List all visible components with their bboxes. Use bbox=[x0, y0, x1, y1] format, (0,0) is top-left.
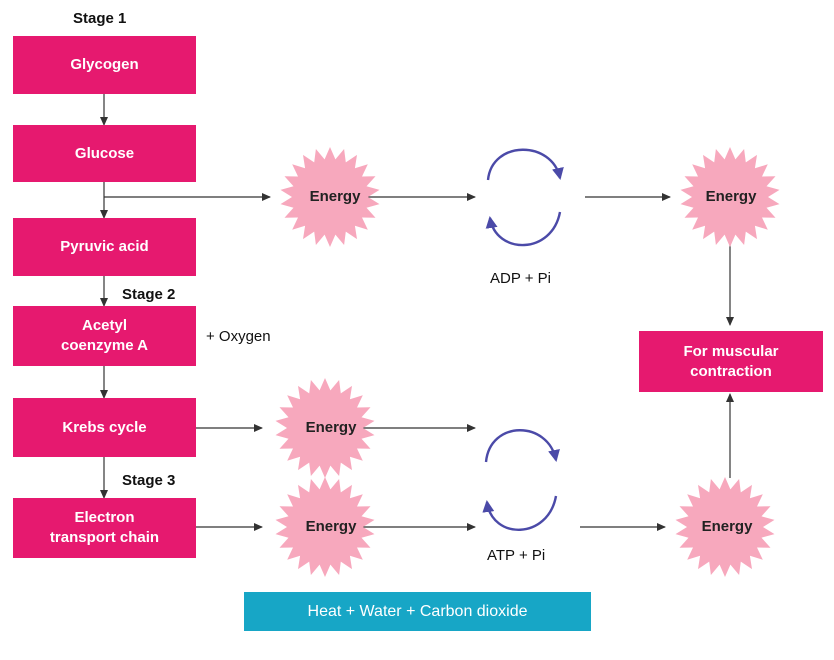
energy-label-4: Energy bbox=[305, 518, 357, 535]
muscle-label-line2: contraction bbox=[690, 362, 772, 380]
glucose-label: Glucose bbox=[74, 144, 135, 162]
etc-label-line1: Electron bbox=[74, 509, 135, 526]
adp-pi-label: ADP + Pi bbox=[490, 270, 552, 287]
energy-burst-2 bbox=[680, 147, 780, 247]
acetyl-label-line1: Acetyl bbox=[81, 317, 128, 334]
energy-label-2: Energy bbox=[705, 188, 757, 205]
krebs-cycle-label: Krebs cycle bbox=[62, 418, 147, 436]
etc-label-line2: transport chain bbox=[49, 529, 160, 546]
muscle-label-line1: For muscular bbox=[683, 342, 779, 360]
electron-transport-box: Electron transport chain bbox=[13, 498, 196, 558]
krebs-cycle-box: Krebs cycle bbox=[13, 398, 196, 457]
energy-label-3: Energy bbox=[305, 419, 357, 436]
energy-label-1: Energy bbox=[309, 188, 361, 205]
atp-pi-label: ATP + Pi bbox=[487, 547, 546, 564]
stage-3-label: Stage 3 bbox=[122, 472, 176, 489]
oxygen-label: + Oxygen bbox=[206, 328, 271, 345]
energy-label-5: Energy bbox=[701, 518, 753, 535]
byproducts-box: Heat + Water + Carbon dioxide bbox=[244, 592, 591, 631]
glycogen-box: Glycogen bbox=[13, 36, 196, 94]
atp-cycle-icon bbox=[482, 429, 560, 531]
acetyl-label-line2: coenzyme A bbox=[61, 337, 148, 354]
energy-bursts bbox=[275, 147, 780, 577]
glycogen-label: Glycogen bbox=[70, 56, 139, 73]
flow-arrows bbox=[104, 193, 734, 531]
energy-burst-3 bbox=[275, 378, 375, 478]
energy-burst-4 bbox=[275, 477, 375, 577]
energy-burst-1 bbox=[280, 147, 380, 247]
muscular-contraction-box: For muscular contraction bbox=[639, 331, 823, 392]
adp-cycle-icon bbox=[485, 148, 564, 247]
pyruvic-acid-label: Pyruvic acid bbox=[60, 238, 149, 255]
stage-1-label: Stage 1 bbox=[73, 10, 127, 27]
stage-2-label: Stage 2 bbox=[122, 286, 176, 303]
glucose-box: Glucose bbox=[13, 125, 196, 182]
byproducts-label: Heat + Water + Carbon dioxide bbox=[307, 602, 528, 620]
pyruvic-acid-box: Pyruvic acid bbox=[13, 218, 196, 276]
energy-burst-5 bbox=[675, 477, 775, 577]
acetyl-coa-box: Acetyl coenzyme A bbox=[13, 306, 196, 366]
